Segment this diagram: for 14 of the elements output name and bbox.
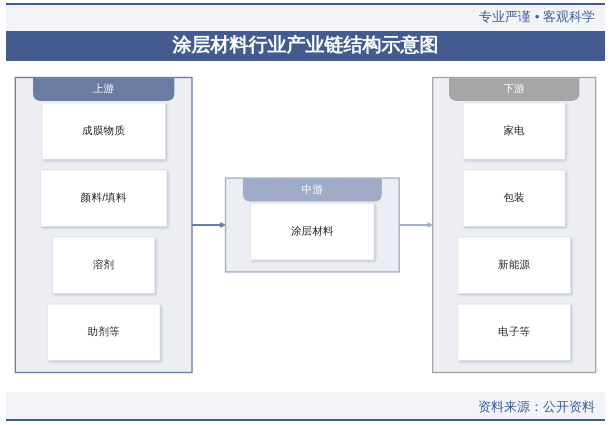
node-box: 新能源 [458,236,571,294]
node-box: 电子等 [458,304,571,361]
slogan-text: 专业严谨 • 客观科学 [479,8,595,26]
arrow [192,222,226,228]
title-banner: 涂层材料行业产业链结构示意图 [6,31,605,61]
node-box: 包装 [462,170,566,227]
arrow [399,222,433,228]
node-box: 涂层材料 [250,203,374,260]
node-box: 颜料/填料 [40,170,168,227]
node-box: 家电 [462,102,566,160]
node-box: 助剂等 [47,304,160,361]
source-note: 资料来源：公开资料 [478,398,595,416]
node-box: 溶剂 [52,236,155,294]
node-box: 成膜物质 [42,102,166,160]
